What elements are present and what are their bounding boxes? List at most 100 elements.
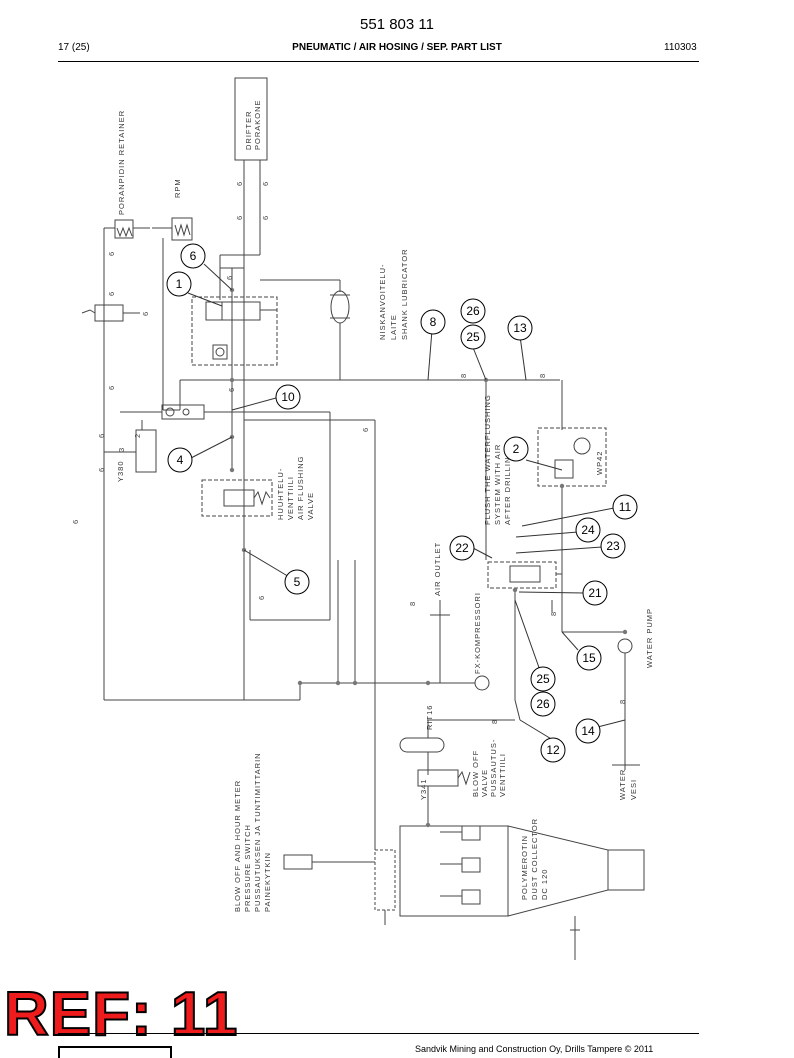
- hose-size: 6: [361, 428, 370, 432]
- wp42-box: [537, 427, 607, 487]
- label-bo1: BLOW OFF: [471, 750, 480, 797]
- callout-15: 15: [582, 651, 596, 665]
- label-bo3: PUSSAUTUS-: [489, 739, 498, 797]
- rpm-block: [171, 217, 193, 241]
- document-number: 551 803 11: [360, 16, 434, 33]
- label-huuh2: VENTTIILI: [286, 476, 295, 520]
- label-lub1: NISKANVOITELU-: [378, 263, 387, 340]
- hose-size: 6: [107, 252, 116, 256]
- callout-25b: 25: [536, 672, 550, 686]
- callout-26b: 26: [536, 697, 550, 711]
- callout-14: 14: [581, 724, 595, 738]
- label-retainer: PORANPIDIN RETAINER: [117, 110, 126, 215]
- label-water: WATER: [618, 769, 627, 800]
- flush-valve-box: [487, 561, 557, 589]
- callout-24: 24: [581, 523, 595, 537]
- label-lub2: LAITE: [389, 314, 398, 340]
- callout-21: 21: [588, 586, 602, 600]
- label-flush3: AFTER DRILLING: [503, 450, 512, 525]
- callout-2: 2: [513, 442, 520, 456]
- hose-size: 8: [549, 612, 558, 616]
- label-sw3: PUSSAUTUKSEN JA TUNTIMITTARIN: [253, 752, 262, 912]
- label-vesi: VESI: [629, 779, 638, 800]
- hose-size: 6: [97, 434, 106, 438]
- hose-size: 6: [235, 216, 244, 220]
- label-flush2: SYSTEM WITH AIR: [493, 444, 502, 525]
- page-title: PNEUMATIC / AIR HOSING / SEP. PART LIST: [292, 42, 502, 53]
- label-bo2: VALVE: [480, 769, 489, 797]
- page-number: 17 (25): [58, 42, 90, 53]
- hose-size: 6: [235, 182, 244, 186]
- hose-size: 6: [107, 386, 116, 390]
- rit16-tank: [399, 737, 445, 753]
- callout-1: 1: [176, 277, 183, 291]
- label-rpm: RPM: [173, 178, 182, 198]
- logo: [58, 1046, 172, 1058]
- label-wp42: WP42: [595, 451, 604, 475]
- label-drifter: DRIFTER: [244, 111, 253, 151]
- label-huuh3: AIR FLUSHING: [296, 455, 305, 520]
- water-pump: [617, 638, 633, 654]
- hose-size: 8: [459, 374, 468, 378]
- hose-size: 8: [538, 374, 547, 378]
- callout-13: 13: [513, 321, 527, 335]
- label-huuh1: HUUHTELU-: [276, 468, 285, 520]
- fx-compressor: [474, 675, 490, 691]
- port-number: 2: [133, 434, 142, 438]
- callout-23: 23: [606, 539, 620, 553]
- label-dc1: POLYMEROTIN: [520, 835, 529, 900]
- hose-size: 6: [225, 276, 234, 280]
- ref-stamp: REF: 11: [3, 980, 239, 1049]
- pressure-switch: [283, 854, 313, 870]
- hose-size: 6: [107, 292, 116, 296]
- callout-10: 10: [281, 390, 295, 404]
- label-huuh4: VALVE: [306, 492, 315, 520]
- port-number: 3: [117, 448, 126, 452]
- hose-size: 6: [227, 388, 236, 392]
- hose-size: 6: [261, 216, 270, 220]
- hose-size: 6: [261, 182, 270, 186]
- hose-size: 6: [141, 312, 150, 316]
- label-sw1: BLOW OFF AND HOUR METER: [233, 780, 242, 912]
- air-flushing-valve: [201, 479, 273, 517]
- hose-size: 8: [618, 700, 627, 704]
- callout-4: 4: [177, 453, 184, 467]
- main-valve-box: [191, 296, 278, 366]
- retainer-block: [114, 219, 134, 239]
- callout-5: 5: [294, 575, 301, 589]
- label-sw2: PRESSURE SWITCH: [243, 824, 252, 912]
- label-sw4: PAINEKYTKIN: [263, 852, 272, 912]
- label-fx-compressor: FX-KOMPRESSORI: [473, 592, 482, 674]
- callout-6: 6: [190, 249, 197, 263]
- label-lub3: SHANK LUBRICATOR: [400, 248, 409, 340]
- label-flush1: FLUSH THE WATERFLUSHING: [483, 394, 492, 525]
- label-bo4: VENTTIILI: [498, 753, 507, 797]
- label-water-pump: WATER PUMP: [645, 608, 654, 668]
- hose-size: 6: [71, 520, 80, 524]
- label-dc2: DUST COLLECTOR: [530, 818, 539, 900]
- label-rit16: RIT16: [425, 705, 434, 730]
- label-air-outlet: AIR OUTLET: [433, 542, 442, 596]
- callout-22: 22: [455, 541, 469, 555]
- date-code: 110303: [664, 42, 697, 53]
- drifter-box: [234, 77, 268, 161]
- hose-size: 8: [408, 602, 417, 606]
- label-dc3: DC 120: [540, 869, 549, 900]
- callout-11: 11: [619, 500, 632, 514]
- header-rule: [58, 61, 699, 62]
- retainer-valve: [94, 304, 124, 322]
- footer-rule: [58, 1033, 699, 1034]
- callout-8: 8: [430, 315, 437, 329]
- callout-26: 26: [466, 304, 480, 318]
- label-y380: Y380: [116, 460, 125, 482]
- footer-copyright: Sandvik Mining and Construction Oy, Dril…: [415, 1044, 654, 1054]
- dust-collector: [399, 825, 509, 917]
- callout-12: 12: [546, 743, 560, 757]
- callout-25: 25: [466, 330, 480, 344]
- hose-size: 6: [97, 468, 106, 472]
- hose-size: 8: [490, 720, 499, 724]
- label-porakone: PORAKONE: [253, 99, 262, 150]
- label-y341: Y341: [419, 778, 428, 800]
- y380-valve: [135, 429, 157, 473]
